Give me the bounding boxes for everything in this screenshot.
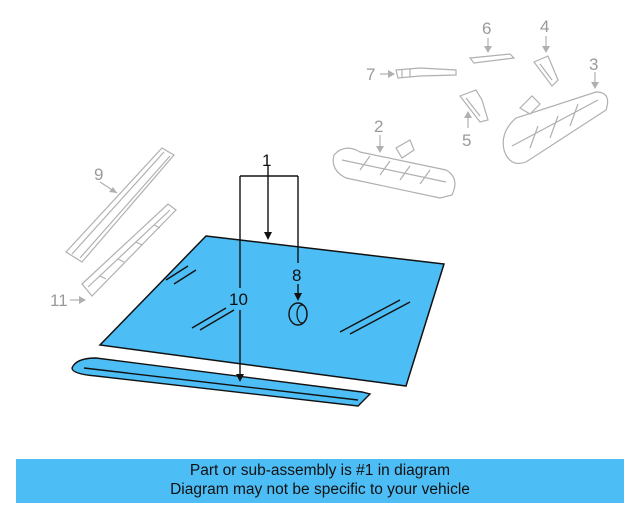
part-11-molding: [70, 203, 177, 304]
part-6-clip: [468, 38, 516, 64]
callout-5: 5: [462, 131, 471, 150]
parts-diagram: 1 2 3 4 5 6 7 8 9 10 11: [50, 17, 609, 407]
callout-1: 1: [262, 151, 271, 170]
callout-8: 8: [292, 266, 301, 285]
callout-10: 10: [229, 290, 248, 309]
part-8-sensor-pad: [288, 302, 308, 326]
callout-11: 11: [50, 291, 68, 310]
part-10-lower-molding: [71, 357, 372, 407]
part-1-windshield[interactable]: [98, 235, 445, 387]
callout-4: 4: [540, 17, 549, 36]
callout-3: 3: [589, 55, 598, 74]
callout-leaders: [236, 166, 302, 382]
info-banner: Part or sub-assembly is #1 in diagram Di…: [16, 459, 624, 503]
part-7-sensor: [380, 67, 457, 79]
callout-7: 7: [366, 65, 375, 84]
part-2-rearview-mirror: [332, 135, 456, 199]
part-3-mirror-glass: [502, 72, 609, 165]
banner-line-2: Diagram may not be specific to your vehi…: [170, 481, 470, 498]
callout-9: 9: [94, 165, 103, 184]
part-9-garnish: [65, 147, 175, 263]
callout-2: 2: [374, 117, 383, 136]
callout-6: 6: [482, 19, 491, 38]
banner-line-1: Part or sub-assembly is #1 in diagram: [189, 462, 451, 479]
part-4-bracket: [533, 36, 559, 87]
part-5-bracket: [459, 89, 489, 128]
